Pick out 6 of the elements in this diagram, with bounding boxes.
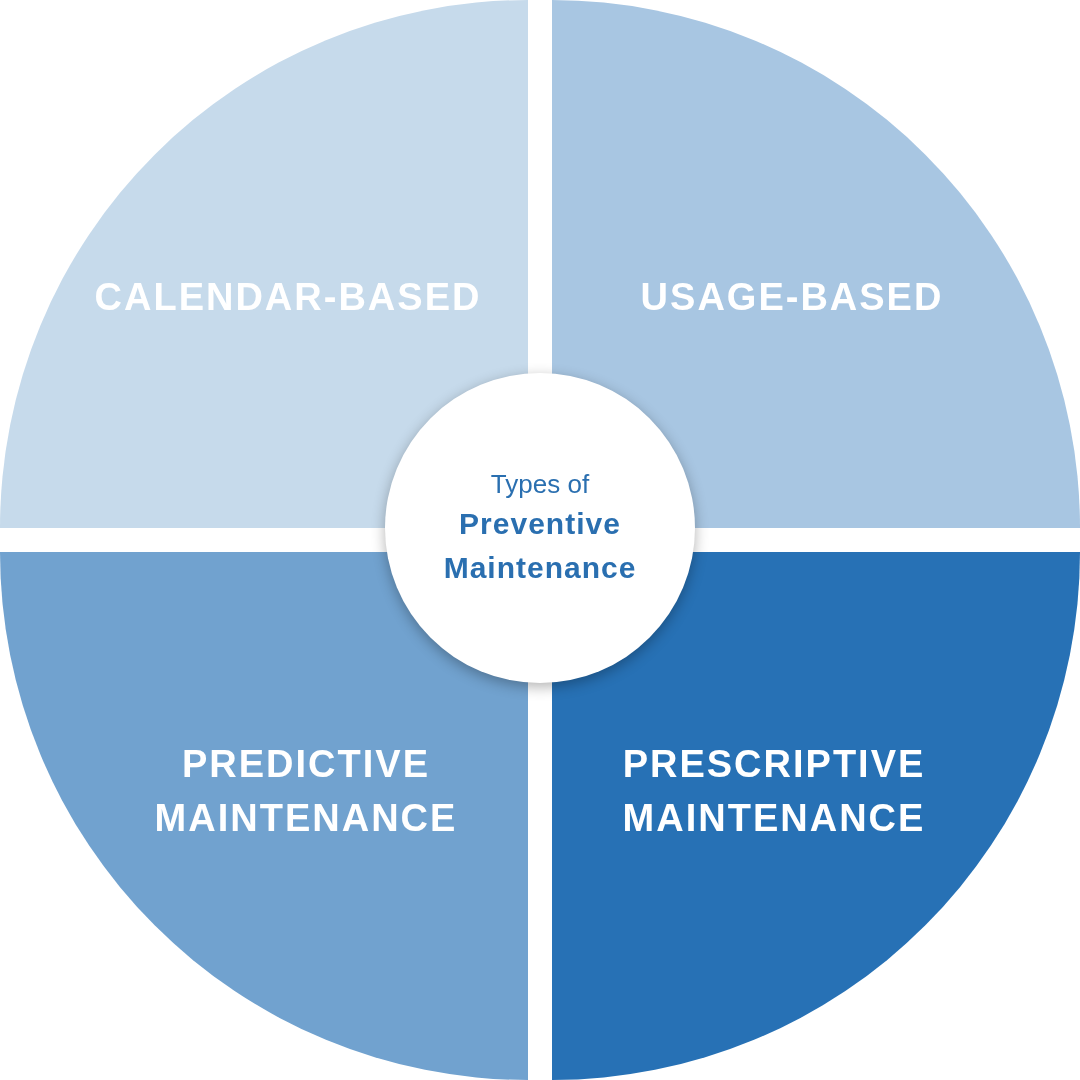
segment-label: USAGE-BASED	[639, 275, 945, 320]
segment-label: CALENDAR-BASED	[93, 275, 483, 320]
circle-subtitle: Types of	[490, 468, 590, 501]
segment-label: PREDICTIVE MAINTENANCE	[153, 742, 459, 841]
circle-title: Preventive Maintenance	[442, 506, 638, 586]
segment-label: PRESCRIPTIVE MAINTENANCE	[621, 742, 927, 841]
